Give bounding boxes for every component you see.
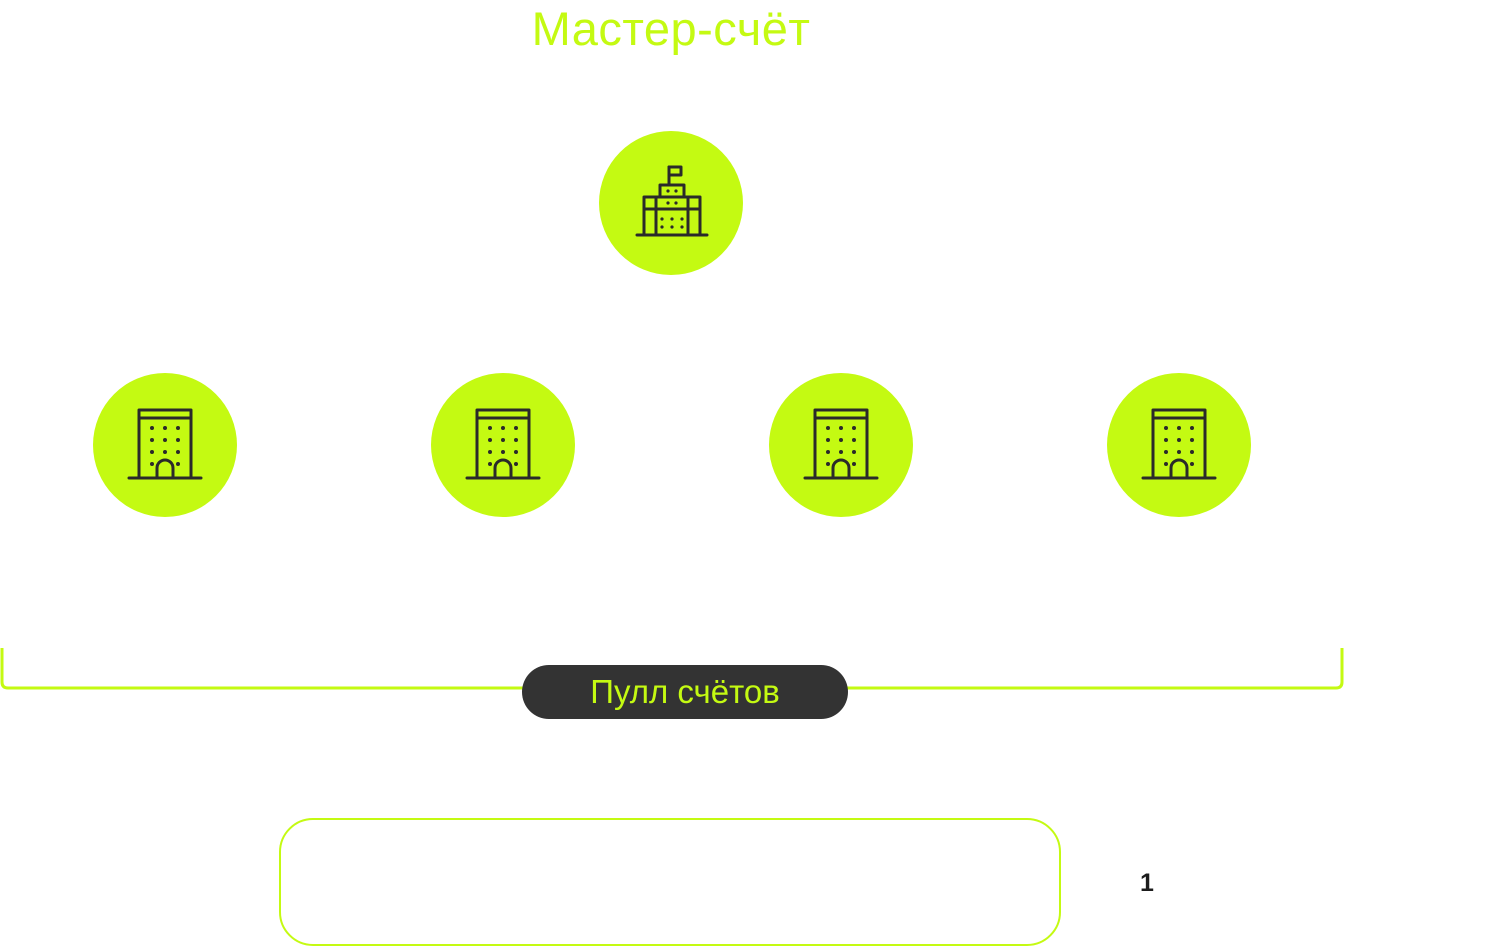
- government-building-icon: [635, 165, 709, 237]
- sub-account-node: [769, 373, 913, 517]
- sub-account-node: [93, 373, 237, 517]
- office-building-icon: [127, 408, 203, 480]
- sub-account-node: [431, 373, 575, 517]
- office-building-icon: [465, 408, 541, 480]
- footnote-number: 1: [1140, 869, 1154, 897]
- office-building-icon: [1141, 408, 1217, 480]
- master-account-node: [599, 131, 743, 275]
- pool-label: Пулл счётов: [522, 665, 848, 719]
- office-building-icon: [803, 408, 879, 480]
- sub-account-node: [1107, 373, 1251, 517]
- master-account-title: Мастер-счёт: [531, 2, 811, 55]
- bottom-frame: [279, 818, 1061, 946]
